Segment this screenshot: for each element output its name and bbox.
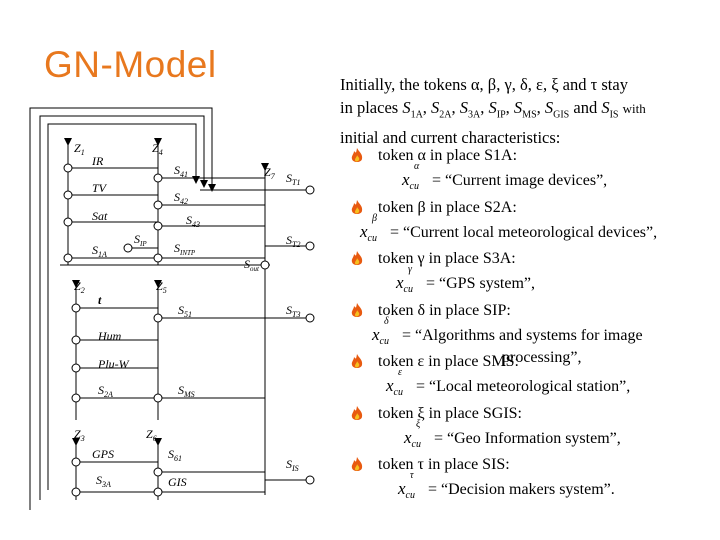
feedback-line-outer [29, 107, 213, 510]
place-s61: S61 [168, 447, 182, 463]
flame-bullet-icon [351, 199, 363, 214]
feedback-line-2 [39, 115, 205, 500]
place-hum: Hum [97, 329, 122, 343]
place-s43: S43 [186, 213, 200, 229]
token-value: = “GPS system”, [422, 275, 536, 292]
place-tv: TV [92, 181, 108, 195]
token-value-continued: processing”, [502, 348, 582, 366]
place-s41: S41 [174, 163, 188, 179]
label-z6: Z6 [146, 427, 157, 443]
token-value: = “Geo Information system”, [430, 429, 621, 447]
token-value: = “Decision makers system”. [424, 481, 615, 498]
token-value: = “Algorithms and systems for image [398, 326, 643, 344]
place-sms: SMS [178, 383, 195, 399]
place-t: t [98, 293, 102, 307]
intro-text: Initially, the tokens α, β, γ, δ, ε, ξ a… [340, 73, 712, 149]
place-sintp: SINTP [174, 241, 196, 257]
place-sat: Sat [92, 209, 108, 223]
label-z7: Z7 [264, 165, 276, 181]
intro-line-3: initial and current characteristics: [340, 128, 561, 148]
token-label: token δ in place SIP: [378, 301, 511, 319]
token-label: token β in place S2A: [378, 198, 517, 216]
place-sip: SIP [134, 232, 147, 248]
place-s3a: S3A [96, 473, 111, 489]
place-sout: Sout [244, 257, 260, 273]
place-s1a: S1A [92, 243, 107, 259]
flame-bullet-icon [351, 251, 363, 265]
token-label: token α in place S1A: [378, 147, 518, 164]
token-value: = “Current local meteorological devices”… [386, 223, 658, 241]
token-value: = “Local meteorological station”, [412, 378, 631, 395]
place-gis: GIS [168, 475, 187, 489]
token-label: token τ in place SIS: [378, 456, 510, 473]
token-label: token γ in place S3A: [378, 250, 516, 267]
place-sis: SIS [286, 457, 299, 473]
place-st3: ST3 [286, 303, 300, 319]
token-label: token ξ in place SGIS: [378, 404, 522, 422]
place-ir: IR [91, 154, 104, 168]
flame-bullet-icon [351, 354, 363, 368]
place-plu-w: Plu-W [97, 357, 130, 371]
flame-bullet-icon [351, 148, 363, 162]
place-s2a: S2A [98, 383, 113, 399]
place-gps: GPS [92, 447, 114, 461]
feedback-line-3 [47, 123, 197, 490]
token-label: token ε in place SMS: [378, 353, 519, 370]
page-title: GN-Model [44, 44, 217, 85]
label-z2: Z2 [74, 279, 85, 295]
token-value: = “Current image devices”, [428, 172, 608, 189]
label-z5: Z5 [156, 279, 167, 295]
place-st1: ST1 [286, 171, 300, 187]
label-z3: Z3 [74, 427, 85, 443]
flame-bullet-icon [351, 405, 363, 420]
intro-line-1: Initially, the tokens α, β, γ, δ, ε, ξ a… [340, 75, 628, 94]
flame-bullet-icon [351, 457, 363, 471]
place-s42: S42 [174, 190, 188, 206]
intro-line-2: in places S1A, S2A, S3A, SIP, SMS, SGIS … [340, 98, 646, 121]
flame-bullet-icon [351, 302, 363, 317]
place-s51: S51 [178, 303, 192, 319]
label-z1: Z1 [74, 141, 85, 157]
place-st2: ST2 [286, 233, 300, 249]
label-z4: Z4 [152, 141, 163, 157]
